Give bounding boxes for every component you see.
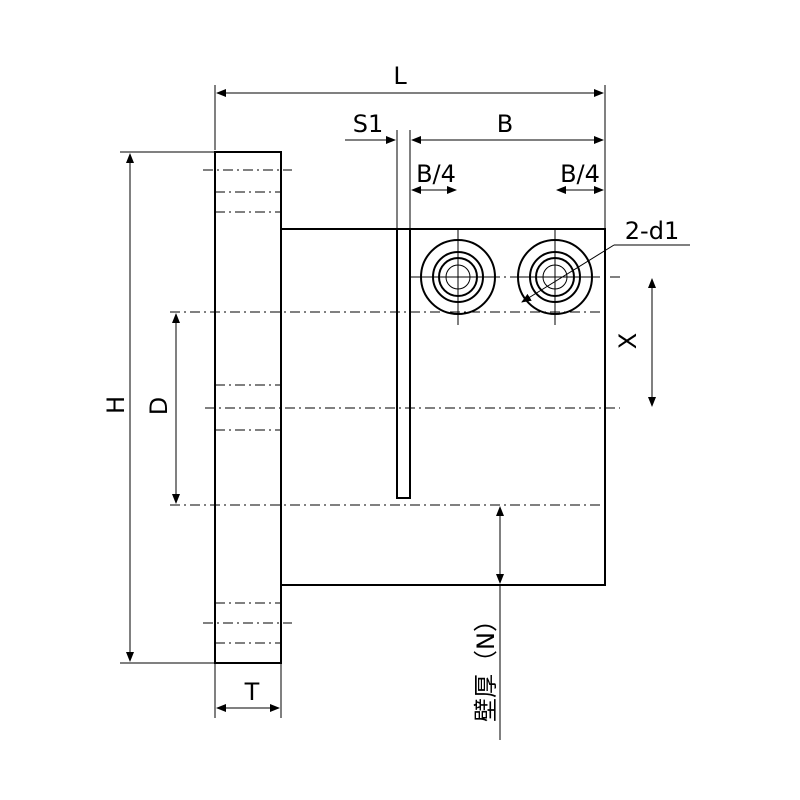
label-B: B — [497, 110, 513, 138]
label-B4-right: B/4 — [560, 160, 600, 188]
label-N: 壁厚（N） — [472, 608, 500, 722]
label-X: X — [614, 333, 642, 349]
dim-D: D — [145, 313, 180, 504]
label-S1: S1 — [353, 110, 384, 138]
label-d1: 2-d1 — [625, 217, 679, 245]
screw-left — [418, 228, 500, 325]
leader-d1: 2-d1 — [521, 217, 690, 303]
label-L: L — [393, 62, 407, 90]
dim-L: L — [214, 62, 606, 228]
label-T: T — [244, 678, 260, 706]
dim-B4-right: B/4 — [556, 160, 604, 194]
label-B4-left: B/4 — [416, 160, 456, 188]
dim-S1-B: S1 B — [345, 110, 604, 228]
body — [281, 228, 606, 586]
label-H: H — [102, 396, 130, 414]
dim-T: T — [214, 664, 282, 718]
dim-H: H — [102, 151, 214, 664]
dim-B4-left: B/4 — [411, 160, 457, 194]
dim-X: X — [614, 278, 656, 407]
screw-right — [515, 228, 600, 325]
label-D: D — [145, 397, 173, 415]
dim-N: 壁厚（N） — [472, 506, 504, 740]
slot — [396, 229, 411, 499]
bore-lines — [170, 276, 620, 506]
